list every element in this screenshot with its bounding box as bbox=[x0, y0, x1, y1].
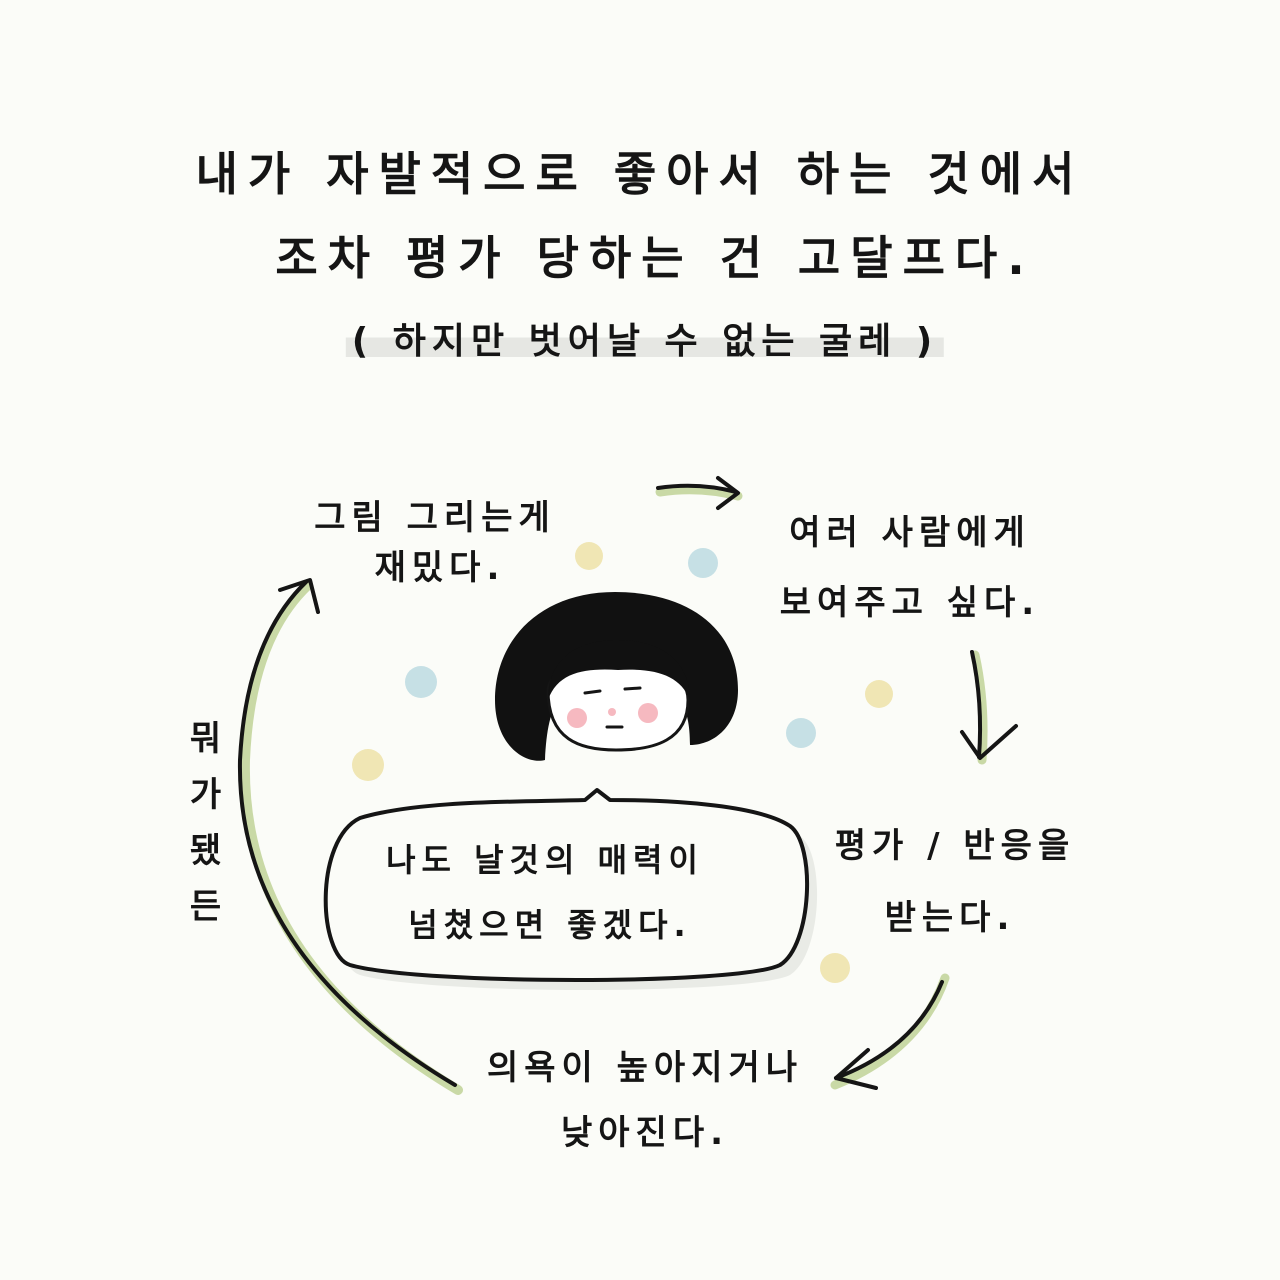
dot-yellow bbox=[575, 542, 603, 570]
nose bbox=[608, 708, 616, 716]
dot-blue bbox=[405, 666, 437, 698]
speech-bubble-line-1: 나도 날것의 매력이 bbox=[386, 835, 704, 881]
title-line-2: 조차 평가 당하는 건 고달프다. bbox=[275, 222, 1034, 288]
cycle-step-3-line-1: 평가 / 반응을 bbox=[835, 818, 1076, 867]
dot-yellow bbox=[820, 953, 850, 983]
cycle-step-2-line-2: 보여주고 싶다. bbox=[780, 575, 1040, 624]
cycle-step-2-line-1: 여러 사람에게 bbox=[789, 505, 1031, 554]
title-line-1: 내가 자발적으로 좋아서 하는 것에서 bbox=[196, 138, 1085, 204]
eye-left bbox=[585, 691, 600, 693]
cycle-step-1-line-2: 재밌다. bbox=[375, 540, 506, 589]
speech-bubble bbox=[326, 790, 817, 990]
cycle-step-4-line-1: 의욕이 높아지거나 bbox=[487, 1040, 803, 1089]
dot-yellow bbox=[865, 680, 893, 708]
subtitle: ( 하지만 벗어날 수 없는 굴레 ) bbox=[346, 312, 944, 364]
dot-blue bbox=[688, 548, 718, 578]
arrow-step1-to-step2 bbox=[658, 478, 738, 508]
return-arrow-label: 뭐가됐든 bbox=[178, 720, 227, 944]
cheek-right bbox=[638, 703, 658, 723]
dot-blue bbox=[786, 718, 816, 748]
character-face bbox=[495, 592, 738, 761]
subtitle-text: ( 하지만 벗어날 수 없는 굴레 ) bbox=[346, 321, 944, 362]
face bbox=[548, 665, 688, 750]
eye-right bbox=[625, 688, 640, 689]
speech-bubble-line-2: 넘쳤으면 좋겠다. bbox=[408, 900, 691, 946]
cycle-step-4-line-2: 낮아진다. bbox=[561, 1105, 729, 1154]
cheek-left bbox=[567, 708, 587, 728]
cycle-step-3-line-2: 받는다. bbox=[885, 890, 1016, 939]
arrow-step2-to-step3 bbox=[962, 652, 1016, 760]
cycle-step-1-line-1: 그림 그리는게 bbox=[314, 490, 556, 539]
arrow-step3-to-step4 bbox=[835, 978, 945, 1088]
dot-yellow bbox=[352, 749, 384, 781]
